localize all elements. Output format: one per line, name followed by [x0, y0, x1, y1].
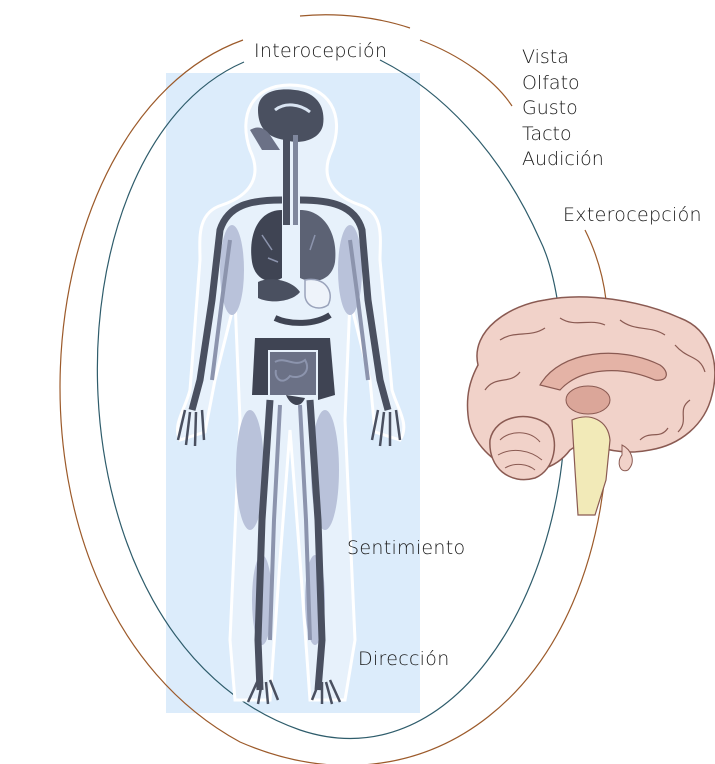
exteroception-ellipse-right — [420, 40, 512, 106]
brain-sagittal-icon — [467, 297, 714, 515]
sense-hearing: Audición — [522, 147, 604, 173]
feeling-label: Sentimiento — [347, 539, 465, 558]
sense-sight: Vista — [522, 45, 604, 71]
interoception-label: Interocepción — [254, 42, 387, 61]
direction-label: Dirección — [358, 650, 450, 669]
sense-touch: Tacto — [522, 122, 604, 148]
sense-smell: Olfato — [522, 71, 604, 97]
exteroception-label: Exterocepción — [563, 206, 702, 225]
senses-list: Vista Olfato Gusto Tacto Audición — [522, 45, 604, 173]
exteroception-connector — [585, 230, 606, 300]
sense-taste: Gusto — [522, 96, 604, 122]
exteroception-ellipse-top — [300, 15, 410, 28]
